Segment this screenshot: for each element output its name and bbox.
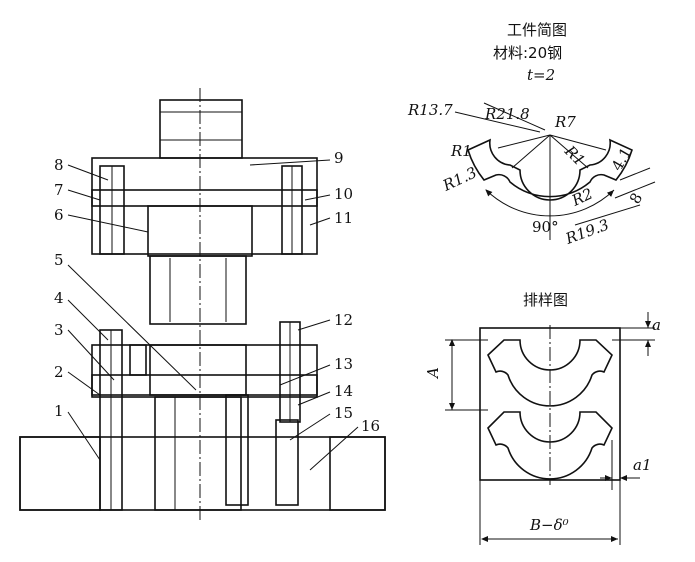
- workpiece-sketch: 工件简图 材料:20钢 t=2: [454, 21, 656, 240]
- part-leaders: [67, 159, 359, 471]
- punch-shank: [159, 99, 243, 159]
- workpiece-title: 工件简图: [507, 21, 567, 39]
- part-label-1: 1: [54, 402, 64, 420]
- dim-B: B−δ⁰: [529, 516, 569, 534]
- dim-r1-3: R1.3: [439, 163, 479, 195]
- dim-r19-3: R19.3: [562, 216, 611, 249]
- part-label-10: 10: [334, 185, 353, 203]
- part-label-6: 6: [54, 206, 64, 224]
- strip-part-bottom: [487, 411, 613, 480]
- part-label-11: 11: [334, 209, 353, 227]
- dim-8: 8: [626, 190, 646, 207]
- part-label-16: 16: [361, 417, 380, 435]
- die-assembly-section: [19, 88, 386, 520]
- base-screw-1: [225, 394, 249, 506]
- part-label-2: 2: [54, 363, 64, 381]
- strip-part-top: [487, 339, 613, 407]
- workpiece-thickness: t=2: [527, 66, 555, 84]
- base-screw-2: [275, 419, 299, 506]
- dim-90-deg: 90°: [532, 218, 559, 236]
- part-label-4: 4: [54, 289, 64, 307]
- part-label-12: 12: [334, 311, 353, 329]
- part-label-3: 3: [54, 321, 64, 339]
- workpiece-dimensions: R13.7 R21.8 R7 R1 R1.3 R1 R2 4.1 8 90° R…: [407, 101, 646, 248]
- dim-4-1: 4.1: [608, 144, 636, 174]
- part-label-13: 13: [334, 355, 353, 373]
- part-label-14: 14: [334, 382, 353, 400]
- part-label-5: 5: [54, 251, 64, 269]
- workpiece-material: 材料:20钢: [493, 44, 562, 62]
- part-numbers: 8 7 6 5 4 3 2 1 9 10 11 12 13 14 15 16: [54, 149, 380, 435]
- dim-a: a: [652, 316, 661, 334]
- part-label-15: 15: [334, 404, 353, 422]
- strip-dimensions: a A a1 B−δ⁰: [424, 316, 661, 534]
- dim-A: A: [424, 367, 442, 380]
- punch-body: [149, 255, 247, 325]
- part-label-8: 8: [54, 156, 64, 174]
- part-label-9: 9: [334, 149, 344, 167]
- part-label-7: 7: [54, 181, 64, 199]
- layout-title: 排样图: [523, 291, 568, 309]
- strip-layout: 排样图: [445, 291, 655, 545]
- dim-r13-7: R13.7: [407, 101, 453, 119]
- workpiece-outline: [467, 138, 633, 201]
- lower-die-block: [91, 344, 318, 396]
- dim-r7: R7: [554, 113, 576, 131]
- dim-r21-8: R21.8: [484, 105, 530, 123]
- dim-a1: a1: [633, 456, 652, 474]
- dim-r1-left: R1: [450, 142, 472, 160]
